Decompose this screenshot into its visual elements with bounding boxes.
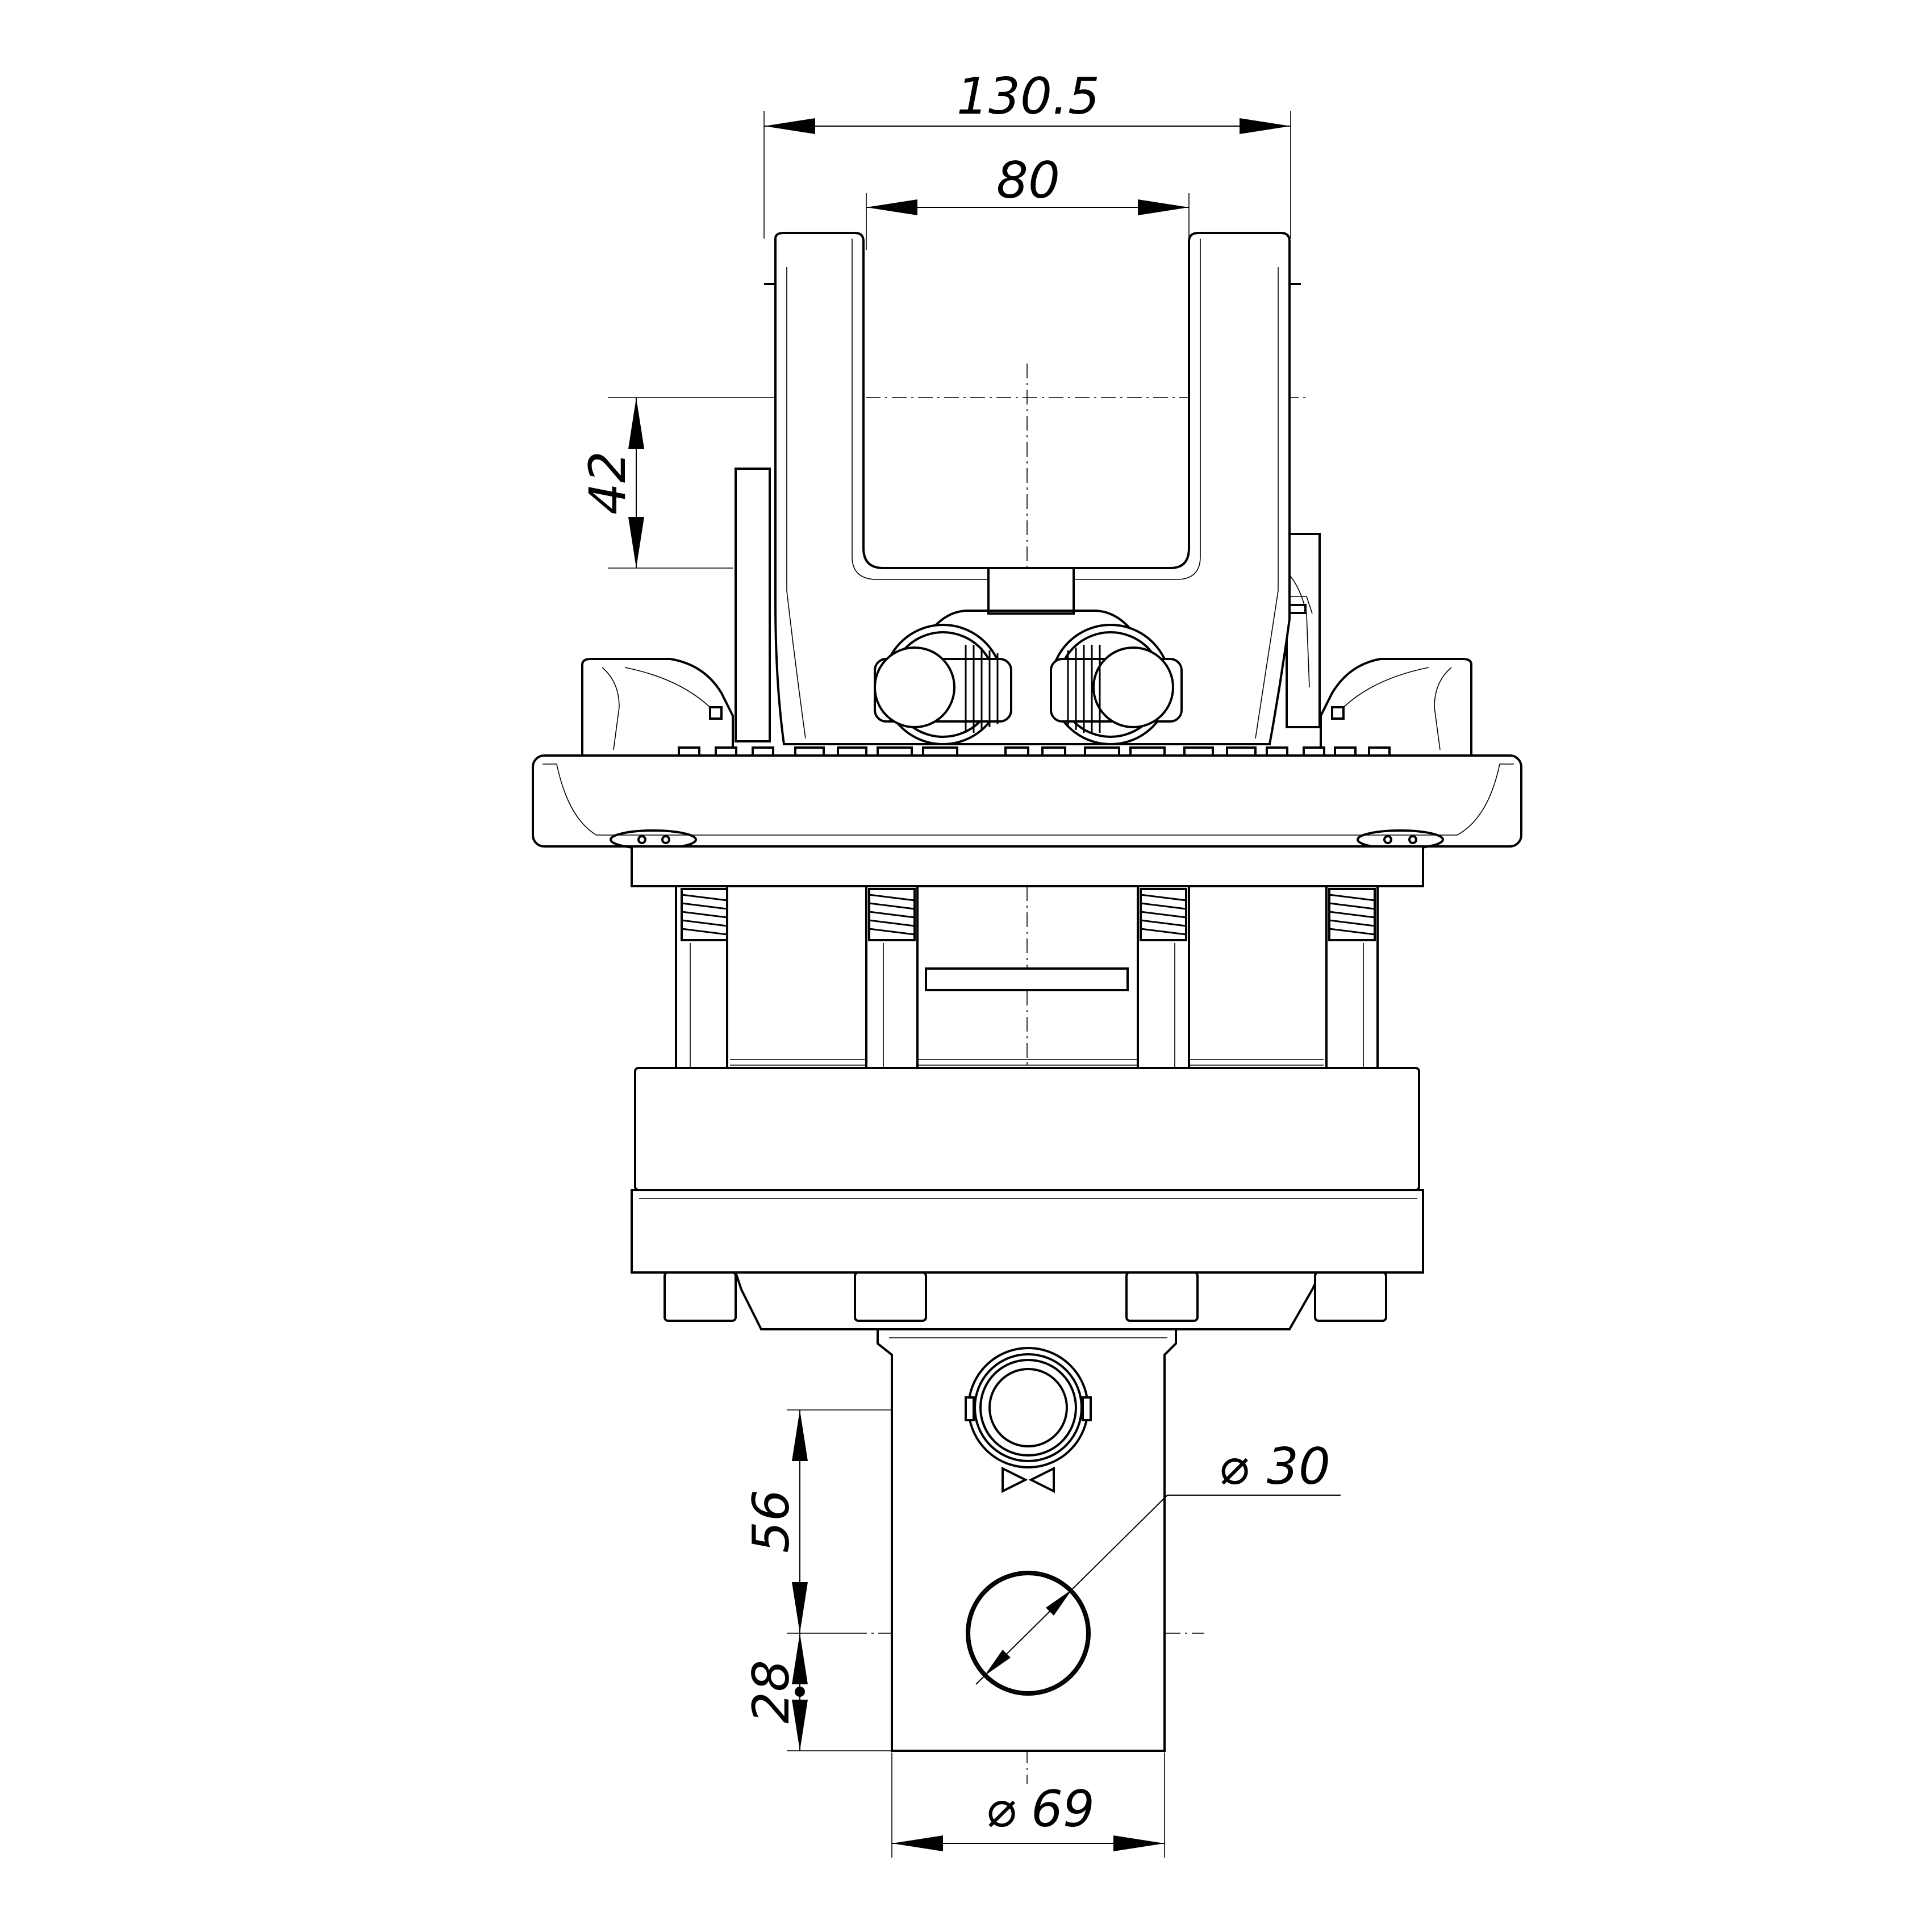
yoke-block-right	[1286, 533, 1321, 728]
nameplate-slot	[925, 967, 1129, 991]
dimension-shaft-diameter: ⌀ 69	[892, 1780, 1165, 1851]
flange	[532, 746, 1522, 850]
dim-symbol-shaft-diameter: ⌀	[986, 1780, 1016, 1838]
upper-plate	[631, 845, 1424, 887]
bottom-bolt-ring	[664, 1271, 1387, 1330]
housing-upper	[634, 1067, 1420, 1191]
dim-text-hole-diameter: 30	[1267, 1437, 1330, 1496]
yoke-body	[774, 232, 1291, 745]
yoke-block-left	[735, 468, 771, 742]
stud-2	[865, 885, 919, 1069]
bracket-right	[1320, 658, 1472, 757]
stud-1	[675, 885, 728, 1069]
bottom-cone	[734, 1271, 1323, 1330]
dim-text-overall-width: 130.5	[957, 67, 1100, 126]
stud-3	[1137, 885, 1190, 1069]
port-marker-symbol	[1002, 1466, 1055, 1493]
dimension-hole-to-end: 28	[742, 1633, 808, 1751]
housing-lower	[631, 1189, 1424, 1274]
output-shaft	[877, 1328, 1177, 1752]
bottom-bolt-2	[854, 1271, 927, 1322]
dim-symbol-hole-diameter: ⌀	[1219, 1437, 1249, 1496]
yoke-boss	[987, 567, 1075, 615]
rotator-housing	[631, 1067, 1424, 1274]
dimension-inner-width: 80	[866, 151, 1189, 215]
dim-text-pin-height: 42	[578, 451, 637, 515]
bracket-left	[581, 658, 734, 757]
dimension-hole-spacing: 56	[742, 1410, 808, 1633]
dim-text-shaft-diameter: 69	[1031, 1780, 1095, 1838]
shaft-port	[965, 1347, 1092, 1468]
dim-text-hole-spacing: 56	[742, 1489, 800, 1553]
dimension-overall-width: 130.5	[764, 67, 1291, 134]
dimension-pin-height: 42	[578, 398, 644, 568]
side-brackets	[581, 658, 1472, 757]
bottom-bolt-4	[1314, 1271, 1387, 1322]
hydraulic-port-left	[874, 624, 1012, 745]
extension-lines	[608, 111, 1291, 1858]
dim-text-inner-width: 80	[996, 151, 1060, 210]
bottom-bolt-3	[1125, 1271, 1199, 1322]
dim-text-hole-to-end: 28	[742, 1660, 800, 1724]
stud-4	[1325, 885, 1379, 1069]
stud-section	[631, 845, 1424, 1069]
hydraulic-port-right	[1050, 624, 1183, 745]
bottom-bolt-1	[664, 1271, 737, 1322]
flange-bolts	[678, 746, 1391, 757]
shaft-body	[877, 1328, 1177, 1752]
yoke	[735, 232, 1321, 745]
dimension-hole-diameter: ⌀ 30	[975, 1437, 1341, 1685]
